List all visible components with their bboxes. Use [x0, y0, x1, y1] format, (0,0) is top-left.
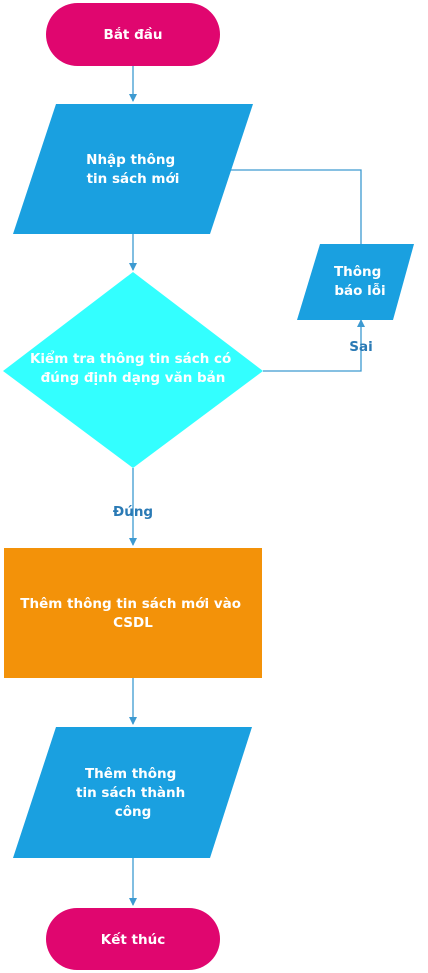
save-line-2: CSDL	[113, 615, 153, 631]
check-label: Kiểm tra thông tin sách có đúng định dạn…	[30, 350, 236, 386]
edge-check-error	[263, 319, 365, 372]
edge-label-no: Sai	[349, 339, 372, 355]
input-line-2: tin sách mới	[87, 171, 180, 187]
success-line-3: công	[115, 804, 152, 820]
save-label: Thêm thông tin sách mới vào CSDL	[20, 596, 245, 631]
start-terminal	[46, 3, 220, 66]
save-process	[4, 548, 262, 678]
check-line-2: đúng định dạng văn bản	[41, 370, 226, 386]
save-line-1: Thêm thông tin sách mới vào	[20, 596, 241, 612]
success-line-2: tin sách thành	[76, 785, 185, 801]
success-parallelogram	[13, 727, 252, 858]
edge-error-input	[219, 166, 362, 244]
edge-label-yes: Đúng	[113, 504, 153, 520]
end-terminal	[46, 908, 220, 970]
error-parallelogram	[297, 244, 414, 320]
error-line-2: báo lỗi	[334, 282, 385, 299]
input-label: Nhập thông tin sách mới	[86, 152, 180, 187]
error-label: Thông báo lỗi	[334, 264, 386, 299]
check-diamond	[3, 272, 263, 468]
start-label: Bắt đầu	[104, 26, 163, 43]
input-parallelogram	[13, 104, 253, 234]
input-line-1: Nhập thông	[86, 152, 175, 168]
end-label: Kết thúc	[101, 931, 165, 948]
success-label: Thêm thông tin sách thành công	[76, 766, 190, 820]
error-line-1: Thông	[334, 264, 381, 280]
check-line-1: Kiểm tra thông tin sách có	[30, 350, 231, 367]
success-line-1: Thêm thông	[85, 766, 176, 782]
